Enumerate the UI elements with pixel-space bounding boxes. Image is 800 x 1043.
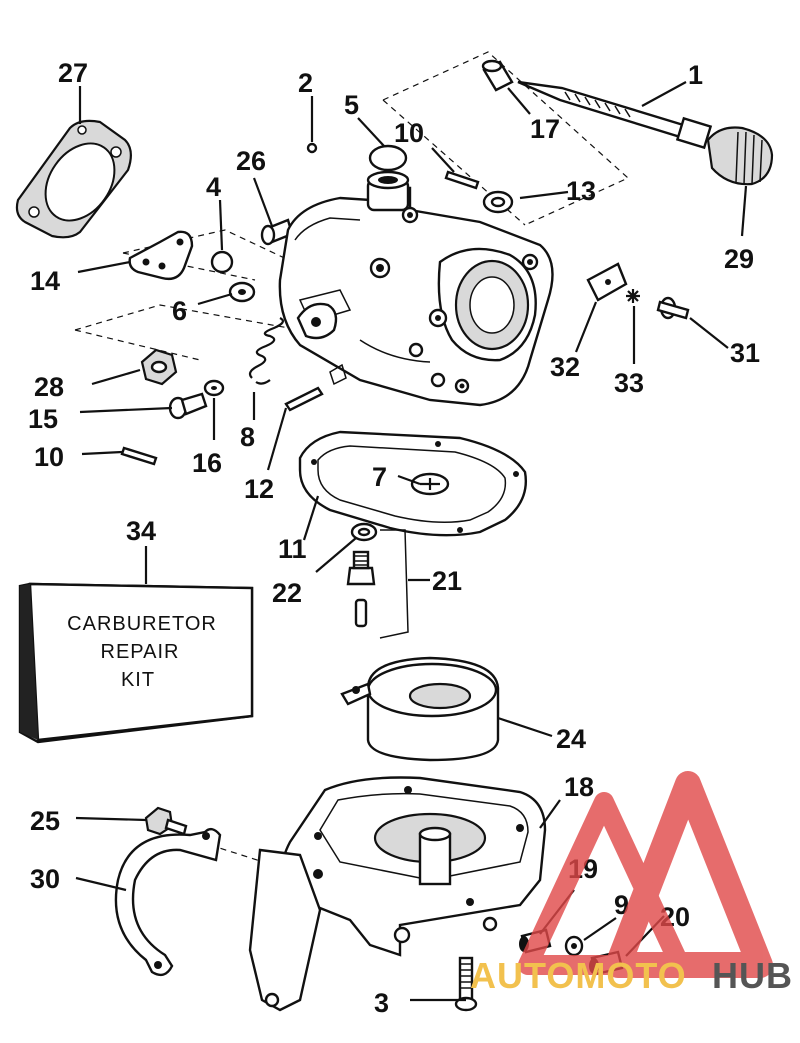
screw-15 <box>168 392 208 420</box>
callout-22: 22 <box>272 578 302 608</box>
callout-6: 6 <box>172 296 187 326</box>
callout-13: 13 <box>566 176 596 206</box>
brand-hub: HUB <box>712 955 793 996</box>
kit-label-line-2: REPAIR <box>101 641 180 663</box>
needle-valve-1 <box>517 80 713 150</box>
diaphragm-7 <box>410 472 450 496</box>
lockwasher-33 <box>626 289 640 303</box>
pin-10-top <box>444 170 480 190</box>
spring-8 <box>248 317 284 385</box>
callout-24: 24 <box>556 724 586 754</box>
callout-21: 21 <box>432 566 462 596</box>
kit-label-line-3: KIT <box>121 669 155 691</box>
screw-25 <box>144 806 188 836</box>
callout-30: 30 <box>30 864 60 894</box>
nut-28 <box>140 348 178 386</box>
callout-27: 27 <box>58 58 88 88</box>
callout-16: 16 <box>192 448 222 478</box>
repair-kit-box-34: CARBURETOR REPAIR KIT <box>18 582 254 744</box>
callout-29: 29 <box>724 244 754 274</box>
callout-8: 8 <box>240 422 255 452</box>
watermark-logo <box>518 771 773 978</box>
ball-2 <box>306 142 318 154</box>
knob-29 <box>706 126 774 186</box>
float-24 <box>340 656 500 762</box>
carburetor-body <box>278 170 554 407</box>
watermark-text: AUTOMOTO HUB <box>470 955 793 996</box>
washer-16 <box>203 379 225 397</box>
washer-22 <box>350 522 378 542</box>
clamp-30 <box>114 827 222 977</box>
leader-lines <box>75 81 748 1002</box>
callout-17: 17 <box>530 114 560 144</box>
callout-12: 12 <box>244 474 274 504</box>
callout-31: 31 <box>730 338 760 368</box>
callout-28: 28 <box>34 372 64 402</box>
lever-14 <box>128 230 194 281</box>
gasket-27 <box>15 119 132 239</box>
callout-4: 4 <box>206 172 221 202</box>
bushing-17 <box>481 59 514 92</box>
callout-25: 25 <box>30 806 60 836</box>
callout-32: 32 <box>550 352 580 382</box>
callout-1: 1 <box>688 60 703 90</box>
needle-seat-21 <box>346 529 409 639</box>
washer-6 <box>228 281 256 303</box>
callout-10-top: 10 <box>394 118 424 148</box>
callout-3: 3 <box>374 988 389 1018</box>
brand-automoto: AUTOMOTO <box>470 955 687 996</box>
washer-9 <box>564 935 584 957</box>
float-bowl-18 <box>248 776 547 1012</box>
screw-31 <box>656 296 690 320</box>
logo-triangle-inner <box>518 792 690 975</box>
callout-33: 33 <box>614 368 644 398</box>
callout-18: 18 <box>564 772 594 802</box>
callout-34: 34 <box>126 516 156 546</box>
screw-26 <box>260 218 294 246</box>
callout-7: 7 <box>372 462 387 492</box>
callout-2: 2 <box>298 68 313 98</box>
callout-11: 11 <box>278 534 307 564</box>
ball-4 <box>210 250 234 274</box>
pin-12 <box>284 386 324 412</box>
washer-13 <box>482 190 514 214</box>
callout-5: 5 <box>344 90 359 120</box>
plug-5 <box>368 144 408 172</box>
callout-15: 15 <box>28 404 58 434</box>
callout-26: 26 <box>236 146 266 176</box>
kit-label-line-1: CARBURETOR <box>67 613 217 635</box>
plate-32 <box>586 262 628 302</box>
pin-10-left <box>120 446 158 466</box>
callout-14: 14 <box>30 266 60 296</box>
callout-10-left: 10 <box>34 442 64 472</box>
